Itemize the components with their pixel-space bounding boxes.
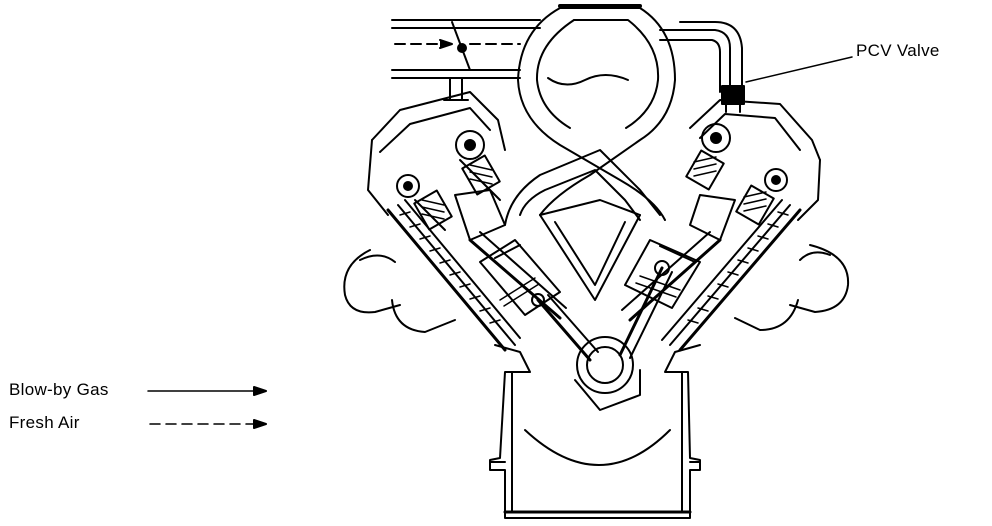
right-cylinder-bank <box>621 199 802 352</box>
connecting-rods <box>536 266 673 411</box>
left-cylinder-head <box>367 91 506 241</box>
left-cylinder-bank <box>386 199 567 352</box>
legend-blow-by-gas-label: Blow-by Gas <box>9 380 109 399</box>
valley-passages <box>504 149 661 301</box>
pcv-hose <box>659 21 743 93</box>
pcv-valve-label: PCV Valve <box>856 41 940 60</box>
air-intake-duct <box>391 19 541 101</box>
right-piston <box>624 239 701 309</box>
intake-plenum <box>517 4 676 221</box>
left-exhaust-manifold <box>343 249 456 333</box>
legend-fresh-air-label: Fresh Air <box>9 413 80 432</box>
pcv-valve <box>721 85 745 113</box>
left-piston <box>479 239 561 316</box>
legend-blow-by-arrow <box>147 386 267 396</box>
right-cylinder-head <box>685 99 821 241</box>
crankcase <box>489 344 701 519</box>
legend-fresh-air-arrow <box>149 419 267 429</box>
right-exhaust-manifold <box>734 244 850 331</box>
pcv-leader-line <box>745 56 853 83</box>
